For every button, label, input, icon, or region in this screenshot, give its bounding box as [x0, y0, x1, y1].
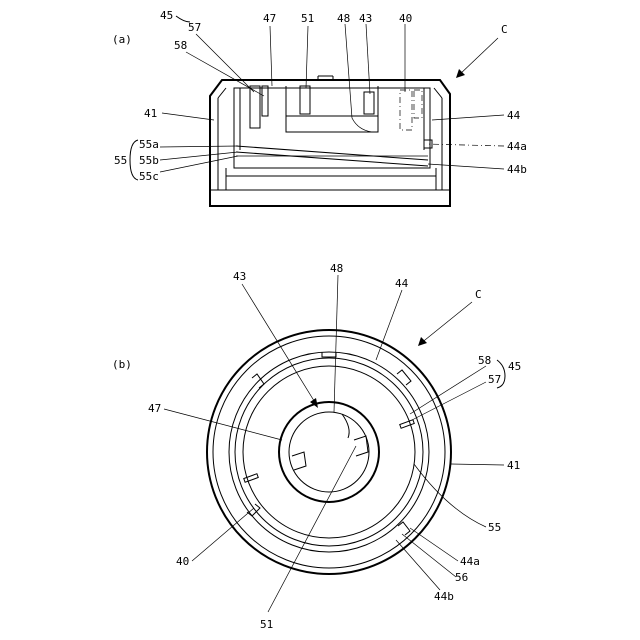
- leader-43: [242, 284, 316, 404]
- boss-arc-48: [342, 414, 349, 438]
- outer-wall-chamfer: [218, 88, 226, 98]
- arrowhead-43: [310, 398, 318, 408]
- stopper-40: [400, 90, 412, 130]
- label-C: C: [475, 288, 482, 301]
- label-55b: 55b: [139, 154, 159, 167]
- leader-47: [270, 26, 272, 86]
- inner-cylinder-44a-step: [424, 140, 432, 148]
- leader-44: [432, 115, 504, 120]
- stopper-upper-right: [397, 370, 411, 385]
- label-44b: 44b: [434, 590, 454, 603]
- label-43: 43: [233, 270, 246, 283]
- cap-outer-outline: [210, 80, 450, 206]
- leader-41: [162, 113, 214, 120]
- label-56: 56: [455, 571, 468, 584]
- leader-43: [366, 24, 370, 94]
- label-51: 51: [260, 618, 273, 631]
- label-40: 40: [399, 12, 412, 25]
- engagement-pin-right: [400, 420, 415, 429]
- figure-b: (b): [112, 262, 521, 631]
- figure-a-caption: (a): [112, 33, 132, 46]
- label-48: 48: [337, 12, 350, 25]
- label-43: 43: [359, 12, 372, 25]
- engagement-piece-58: [262, 86, 268, 116]
- leader-40: [192, 508, 254, 561]
- figure-a: (a): [112, 9, 527, 206]
- outer-ring-41-inner: [213, 336, 445, 568]
- ring-40: [243, 366, 415, 538]
- outer-ring-41: [207, 330, 451, 574]
- leader-48: [334, 275, 338, 412]
- boss-47-inner: [289, 412, 369, 492]
- leader-44b: [428, 164, 504, 169]
- label-51: 51: [301, 12, 314, 25]
- label-44: 44: [507, 109, 521, 122]
- label-48: 48: [330, 262, 343, 275]
- leader-57: [196, 34, 254, 92]
- label-41: 41: [507, 459, 520, 472]
- leader-C: [458, 38, 498, 76]
- label-55c: 55c: [139, 170, 159, 183]
- leader-44: [376, 290, 402, 360]
- ring-44-inner: [235, 358, 423, 546]
- label-C: C: [501, 23, 508, 36]
- boss-47-outer: [279, 402, 379, 502]
- figure-b-caption: (b): [112, 358, 132, 371]
- label-58: 58: [478, 354, 491, 367]
- thread-55-lower: [236, 152, 428, 166]
- leader-41: [451, 464, 504, 465]
- center-boss-51: [300, 86, 310, 114]
- label-44a: 44a: [507, 140, 527, 153]
- leader-44b: [396, 540, 440, 590]
- leader-51: [306, 26, 308, 88]
- label-44b: 44b: [507, 163, 527, 176]
- label-57: 57: [488, 373, 501, 386]
- label-55: 55: [114, 154, 127, 167]
- arrowhead-C: [418, 337, 427, 346]
- label-58: 58: [174, 39, 187, 52]
- label-44a: 44a: [460, 555, 480, 568]
- leader-44a: [410, 528, 458, 561]
- bracket-55: [130, 140, 138, 180]
- stopper-top: [322, 352, 336, 357]
- engagement-piece-57: [250, 86, 260, 128]
- leader-47: [164, 409, 282, 440]
- rib-43: [364, 92, 374, 114]
- label-55: 55: [488, 521, 501, 534]
- leader-C: [420, 302, 472, 344]
- label-47: 47: [148, 402, 161, 415]
- label-41: 41: [144, 107, 157, 120]
- thread-55-upper: [236, 146, 428, 160]
- label-57: 57: [188, 21, 201, 34]
- stopper-40b: [414, 90, 422, 118]
- leader-55b: [160, 152, 238, 160]
- leader-57: [412, 382, 486, 420]
- label-55a: 55a: [139, 138, 159, 151]
- ring-44: [229, 352, 429, 552]
- leader-51: [268, 446, 356, 612]
- label-40: 40: [176, 555, 189, 568]
- label-45: 45: [160, 9, 173, 22]
- leader-55a: [160, 146, 238, 147]
- leader-44a: [426, 144, 504, 146]
- outer-wall-chamfer: [434, 88, 442, 98]
- stopper-lower-right: [398, 522, 410, 535]
- boss-slot-left: [292, 452, 306, 470]
- label-47: 47: [263, 12, 276, 25]
- label-45: 45: [508, 360, 521, 373]
- label-44: 44: [395, 277, 409, 290]
- boss-slot-right: [354, 436, 368, 456]
